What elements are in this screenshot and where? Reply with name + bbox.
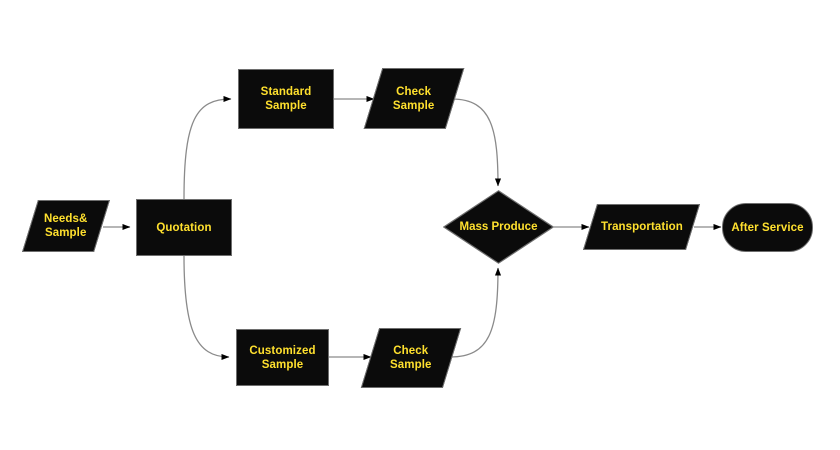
node-customized-sample[interactable]: Customized Sample bbox=[236, 329, 329, 386]
node-after-service[interactable]: After Service bbox=[722, 203, 813, 252]
node-transportation-label: Transportation bbox=[600, 221, 683, 233]
edge-quotation-to-customized-sample bbox=[183, 255, 230, 361]
node-quotation[interactable]: Quotation bbox=[136, 199, 232, 256]
node-standard-sample-label: Standard Sample bbox=[260, 86, 312, 112]
diamond-shape bbox=[443, 190, 554, 264]
node-check-sample-top-label: Check Sample bbox=[393, 85, 435, 112]
edge-check-sample-top-to-mass-produce bbox=[451, 98, 502, 187]
edge-quotation-to-standard-sample bbox=[183, 95, 232, 200]
node-customized-sample-label: Customized Sample bbox=[249, 344, 316, 371]
node-quotation-label: Quotation bbox=[156, 221, 212, 234]
node-needs-sample-label: Needs& Sample bbox=[44, 213, 88, 239]
node-mass-produce-label: Mass Produce bbox=[459, 221, 538, 233]
node-transportation[interactable]: Transportation bbox=[582, 204, 701, 250]
node-standard-sample[interactable]: Standard Sample bbox=[238, 69, 334, 129]
node-after-service-label: After Service bbox=[731, 221, 804, 234]
node-check-sample-bottom-label: Check Sample bbox=[390, 345, 432, 371]
edge-check-sample-bot-to-mass-produce bbox=[449, 267, 502, 358]
node-mass-produce[interactable]: Mass Produce bbox=[443, 190, 554, 264]
